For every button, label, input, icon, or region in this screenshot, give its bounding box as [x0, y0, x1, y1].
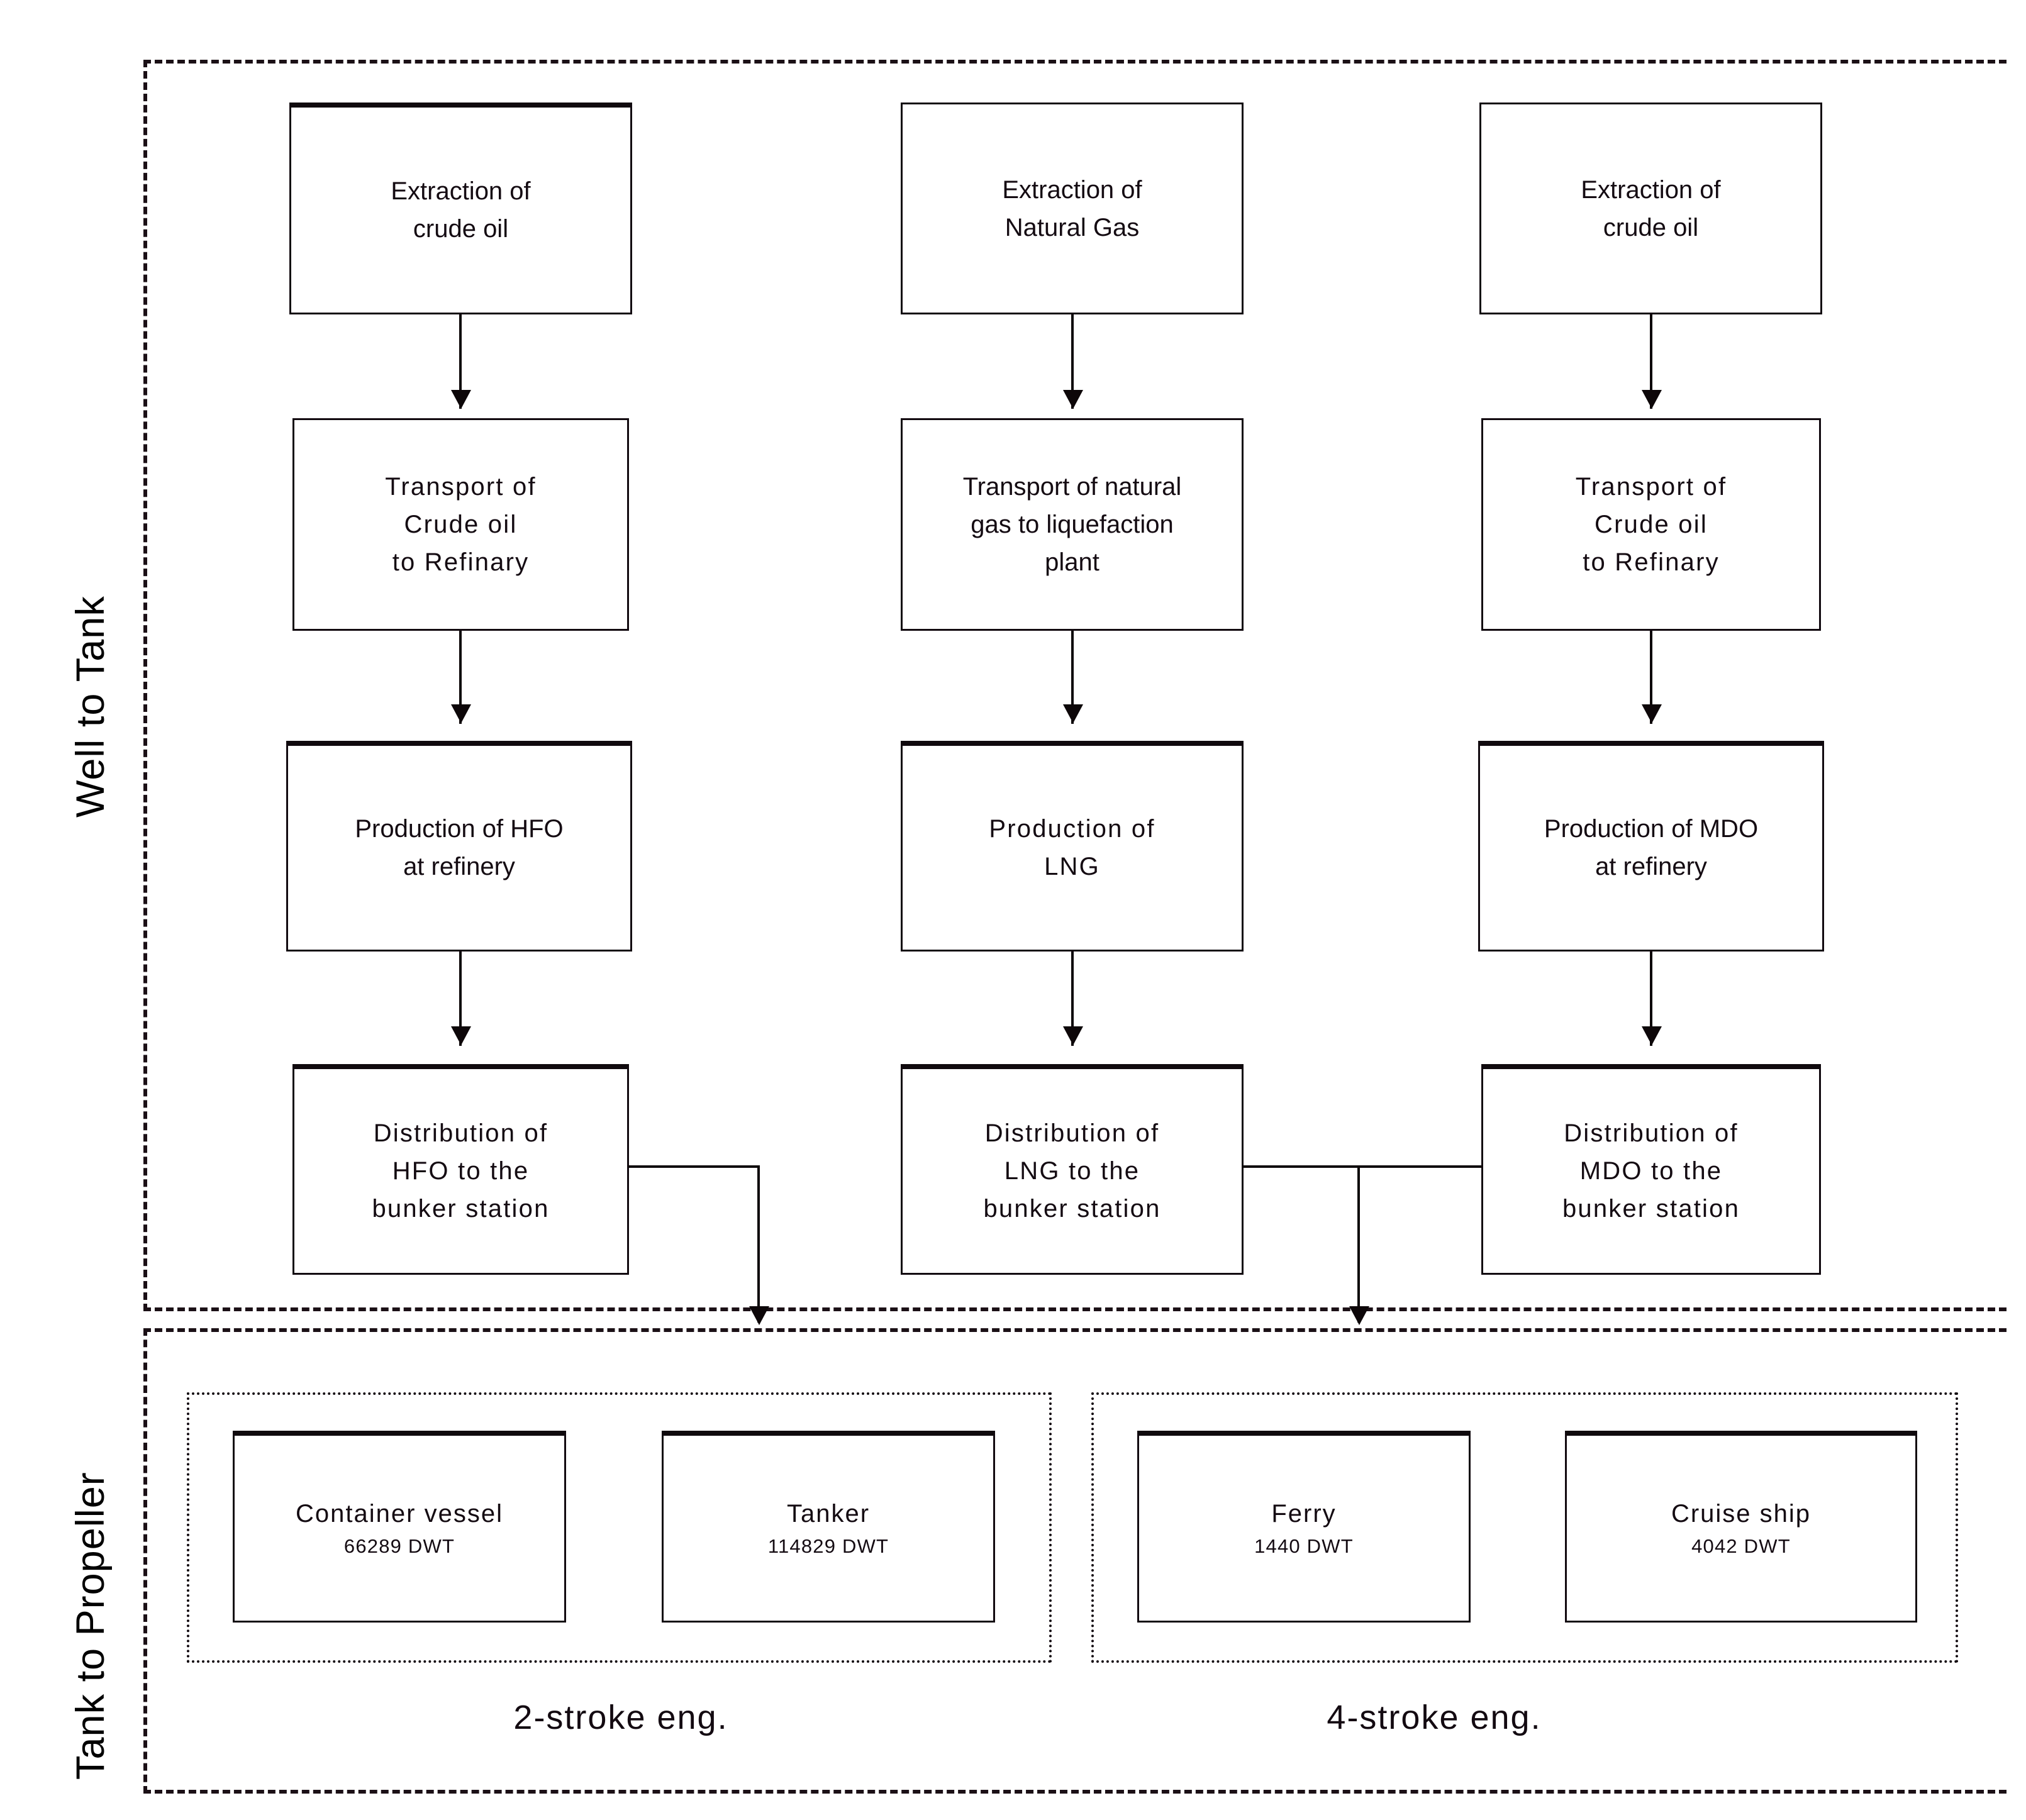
connector-line — [1071, 631, 1074, 724]
connector-line — [1650, 952, 1652, 1046]
well-to-tank-label: Well to Tank — [69, 596, 113, 818]
arrow-head-icon — [1063, 704, 1083, 723]
vessel-name: Container vessel — [296, 1500, 503, 1528]
connector-line — [1357, 1165, 1360, 1323]
vessel-dwt: 4042 DWT — [1691, 1535, 1791, 1557]
engine-group-4-stroke — [1091, 1392, 1958, 1663]
connector-line — [1650, 314, 1652, 409]
connector-line — [459, 631, 462, 724]
vessel-name: Cruise ship — [1671, 1500, 1812, 1528]
vessel-name: Ferry — [1271, 1500, 1337, 1528]
arrow-head-icon — [1642, 390, 1662, 409]
connector-line — [459, 314, 462, 409]
well-to-tank-region — [143, 60, 2007, 1311]
arrow-head-icon — [451, 390, 471, 409]
arrow-head-icon — [1642, 1026, 1662, 1045]
connector-line — [1242, 1165, 1483, 1168]
connector-line — [1071, 952, 1074, 1046]
tank-to-propeller-label: Tank to Propeller — [69, 1472, 113, 1780]
connector-line — [1071, 314, 1074, 409]
arrow-head-icon — [451, 704, 471, 723]
vessel-dwt: 114829 DWT — [767, 1535, 889, 1557]
vessel-box-container-vessel: Container vessel 66289 DWT — [233, 1431, 566, 1623]
arrow-head-icon — [1063, 1026, 1083, 1045]
vessel-dwt: 66289 DWT — [343, 1535, 455, 1557]
engine-group-2-stroke — [187, 1392, 1052, 1663]
vessel-box-cruise-ship: Cruise ship 4042 DWT — [1565, 1431, 1917, 1623]
tank-to-propeller-region — [143, 1328, 2007, 1794]
arrow-head-icon — [1063, 390, 1083, 409]
arrow-head-icon — [749, 1306, 769, 1325]
arrow-head-icon — [1642, 704, 1662, 723]
engine-label-4-stroke: 4-stroke eng. — [1327, 1699, 1542, 1736]
vessel-name: Tanker — [786, 1500, 871, 1528]
arrow-head-icon — [451, 1026, 471, 1045]
connector-line — [459, 952, 462, 1046]
vessel-dwt: 1440 DWT — [1254, 1535, 1354, 1557]
connector-line — [757, 1165, 760, 1323]
vessel-box-tanker: Tanker 114829 DWT — [662, 1431, 995, 1623]
arrow-head-icon — [1349, 1306, 1369, 1325]
engine-label-2-stroke: 2-stroke eng. — [513, 1699, 728, 1736]
connector-line — [1650, 631, 1652, 724]
vessel-box-ferry: Ferry 1440 DWT — [1137, 1431, 1471, 1623]
connector-line — [628, 1165, 760, 1168]
